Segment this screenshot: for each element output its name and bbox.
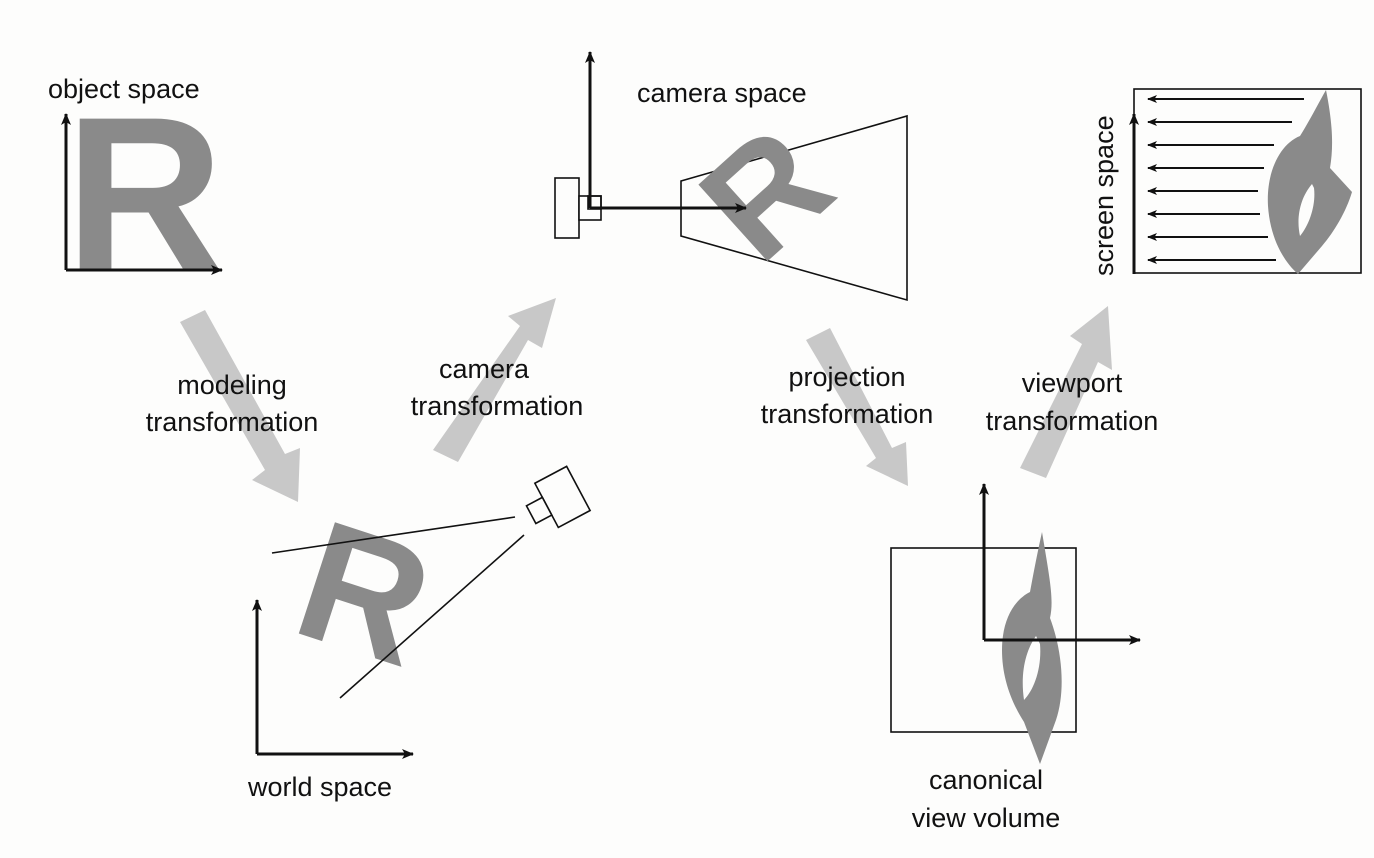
camera-space-label: camera space — [637, 78, 807, 108]
glyph-r-camera: R — [669, 94, 862, 291]
canonical-label-line1: canonical — [929, 765, 1043, 795]
camera-space-panel: camera space R — [554, 51, 908, 302]
projected-r-canonical — [1002, 532, 1062, 764]
world-space-panel: R world space — [247, 465, 592, 802]
camera-label-line2: transformation — [411, 391, 584, 421]
camera-arrow — [433, 298, 556, 462]
camera-label-line1: camera — [439, 354, 530, 384]
viewport-label-line1: viewport — [1022, 368, 1123, 398]
world-space-label: world space — [247, 772, 392, 802]
projection-arrow — [806, 328, 908, 486]
scanline-arrows — [1147, 95, 1304, 264]
modeling-label-line2: transformation — [146, 407, 319, 437]
viewport-arrow — [1020, 306, 1112, 478]
glyph-r-object: R — [65, 71, 224, 317]
object-space-label: object space — [48, 74, 200, 104]
canonical-label-line2: view volume — [912, 803, 1061, 833]
projection-label-line1: projection — [788, 362, 905, 392]
projected-r-screen — [1267, 90, 1352, 274]
object-space-panel: R object space — [48, 71, 224, 317]
glyph-r-world: R — [277, 484, 452, 703]
camera-frustum — [680, 114, 908, 302]
viewport-label-line2: transformation — [986, 406, 1159, 436]
world-frustum-top — [271, 516, 516, 554]
modeling-label-line1: modeling — [177, 370, 287, 400]
world-camera-icon — [525, 465, 592, 529]
screen-space-label: screen space — [1089, 115, 1119, 276]
modeling-arrow — [180, 310, 300, 502]
projection-label-line2: transformation — [761, 399, 934, 429]
screen-space-panel: screen space — [1089, 88, 1362, 276]
canonical-view-panel: canonical view volume — [890, 483, 1141, 833]
world-frustum-bottom — [339, 534, 525, 699]
